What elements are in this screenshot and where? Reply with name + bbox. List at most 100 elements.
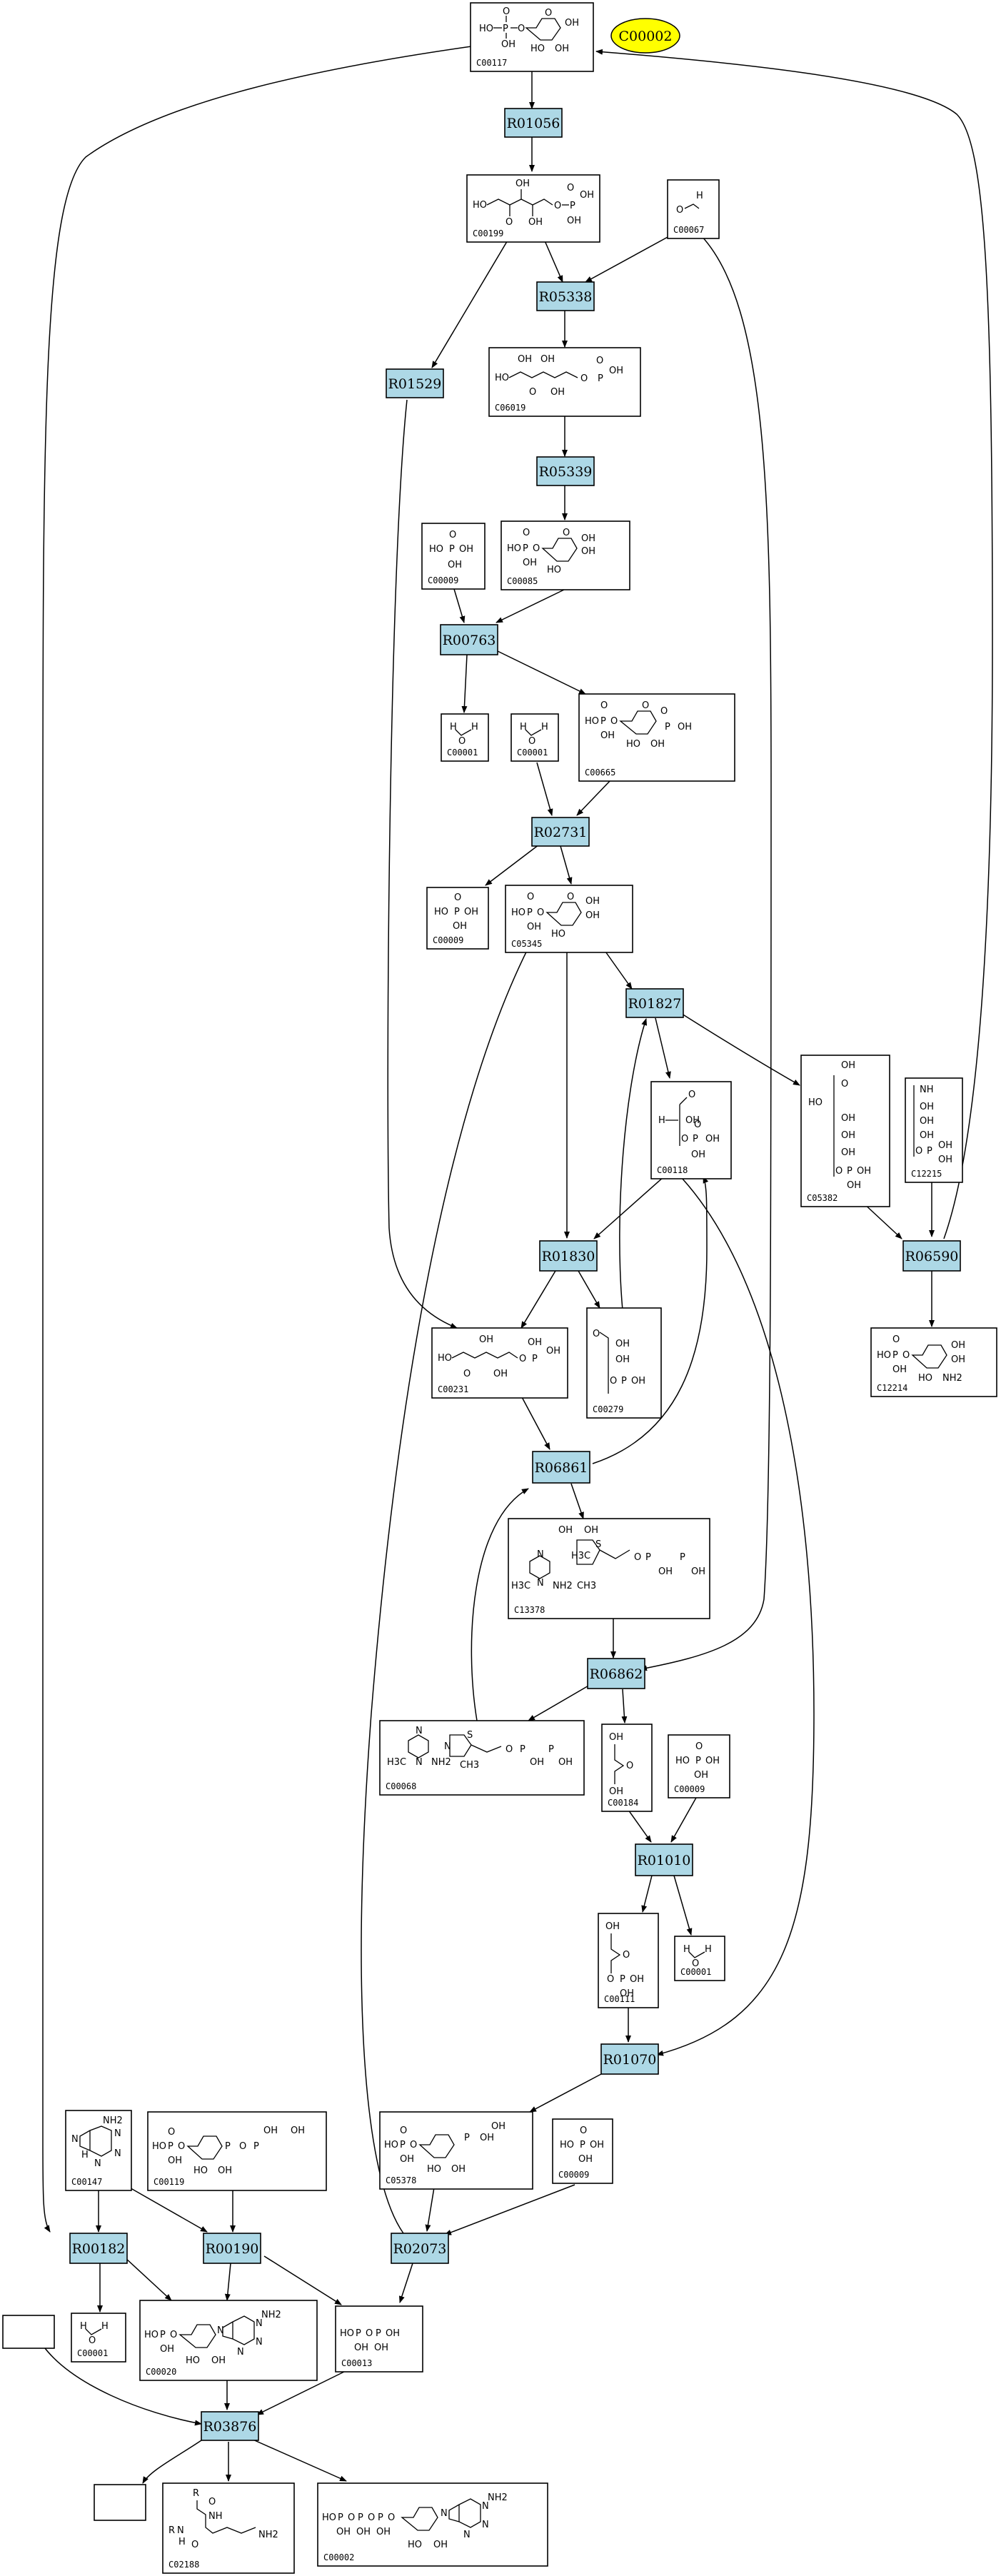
- compound-c00085[interactable]: C00085 HO P O OH O O OH OH HO: [501, 520, 630, 590]
- reaction-r01070[interactable]: R01070: [600, 2043, 659, 2075]
- compound-c00118[interactable]: C00118 O H OH O P OH O OH: [650, 1081, 732, 1179]
- compound-c00001-a[interactable]: C00001 H O H: [441, 713, 489, 762]
- compound-id: C00184: [608, 1798, 638, 1808]
- chem-structure: HO P O OH O O O P OH HO OH: [585, 700, 692, 750]
- svg-text:O: O: [642, 700, 649, 711]
- svg-text:OH: OH: [578, 2154, 593, 2165]
- svg-text:OH: OH: [374, 2343, 388, 2353]
- compound-c12214[interactable]: C12214 HO P O OH O OH HO NH2 OH: [870, 1327, 997, 1397]
- reaction-r05339[interactable]: R05339: [536, 456, 595, 486]
- compound-c00013[interactable]: C00013 HO P O P OH OH OH: [335, 2305, 423, 2373]
- svg-text:P: P: [523, 543, 528, 554]
- reaction-r00182[interactable]: R00182: [69, 2233, 128, 2264]
- compound-box: [905, 1077, 963, 1183]
- reaction-label: R01070: [603, 2052, 657, 2068]
- svg-text:NH2: NH2: [103, 2115, 123, 2126]
- compound-c12215[interactable]: C12215 NH OH OH OH O P OH OH: [905, 1077, 963, 1183]
- svg-text:H: H: [705, 1944, 712, 1955]
- compound-c00119[interactable]: C00119 HO P O OH O P O P OH HO OH OH: [147, 2111, 327, 2191]
- compound-c00001-d[interactable]: C00001 H O H: [71, 2313, 126, 2363]
- compound-c05378[interactable]: C05378 HO P O OH O P OH HO OH OH: [379, 2111, 533, 2190]
- compound-c00184[interactable]: C00184 OH O OH: [601, 1724, 653, 1812]
- reaction-label: R03876: [203, 2419, 257, 2435]
- reaction-r05338[interactable]: R05338: [536, 281, 595, 311]
- svg-text:P: P: [665, 722, 670, 733]
- svg-text:P: P: [454, 907, 460, 917]
- compound-id: C06019: [495, 403, 525, 413]
- reaction-r01010[interactable]: R01010: [635, 1843, 693, 1876]
- chem-structure: OH O O P OH OH: [605, 1921, 644, 1999]
- reaction-r01827[interactable]: R01827: [625, 988, 684, 1018]
- svg-text:N: N: [217, 2325, 224, 2336]
- compound-c00279[interactable]: C00279 O OH OH O P OH: [586, 1307, 662, 1419]
- reaction-r03876[interactable]: R03876: [201, 2411, 259, 2441]
- svg-text:N: N: [256, 2337, 263, 2348]
- reaction-r01830[interactable]: R01830: [539, 1240, 598, 1272]
- compound-c05345[interactable]: C05345 HO P O OH O O OH OH HO: [505, 885, 633, 953]
- compound-c00665[interactable]: C00665 HO P O OH O O O P OH HO OH: [578, 693, 735, 782]
- compound-c00067[interactable]: C00067 O H: [667, 179, 720, 239]
- compound-c00111[interactable]: C00111 OH O O P OH OH: [598, 1913, 659, 2008]
- compound-c00002[interactable]: C00002 HO P O P O P O OH OH OH N N NH2 N…: [317, 2482, 548, 2567]
- reaction-r01529[interactable]: R01529: [386, 368, 444, 398]
- compound-box: [505, 885, 633, 953]
- compound-c00009-a[interactable]: C00009 HO P OH OH O: [421, 523, 486, 590]
- reaction-r00763[interactable]: R00763: [440, 624, 498, 655]
- compound-c00009-c[interactable]: C00009 HO P OH OH O: [668, 1734, 730, 1798]
- compound-box: [426, 887, 489, 950]
- compound-box: [668, 1734, 730, 1798]
- compound-box: [379, 1720, 585, 1796]
- compound-box-empty-input[interactable]: [2, 2315, 55, 2349]
- reaction-r02073[interactable]: R02073: [391, 2233, 449, 2264]
- reaction-r06590[interactable]: R06590: [902, 1240, 961, 1272]
- compound-c00001-b[interactable]: C00001 H O H: [510, 713, 559, 762]
- reaction-r02731[interactable]: R02731: [531, 817, 590, 847]
- compound-box-empty-output[interactable]: [94, 2484, 146, 2521]
- edge-c05345-r01827: [603, 949, 633, 990]
- svg-text:H: H: [471, 722, 478, 733]
- edge-r02731-c05345: [560, 845, 573, 885]
- svg-text:O: O: [454, 892, 461, 903]
- svg-text:HO: HO: [322, 2512, 336, 2523]
- compound-c02188[interactable]: C02188 R O NH R N H O NH2: [162, 2482, 295, 2574]
- svg-text:P: P: [892, 1350, 898, 1361]
- map-link-c00002[interactable]: C00002: [610, 18, 680, 54]
- compound-box: [65, 2110, 132, 2191]
- svg-text:HO: HO: [918, 1373, 932, 1384]
- compound-c00199[interactable]: C00199 HO O OH OH O P O OH OH: [466, 174, 600, 243]
- chem-structure: H O H: [683, 1944, 712, 1969]
- compound-c00068[interactable]: C00068 N N H3C NH2 S N CH3 O P OH P OH: [379, 1720, 585, 1796]
- svg-text:OH: OH: [376, 2527, 391, 2537]
- reaction-r00190[interactable]: R00190: [203, 2233, 261, 2264]
- compound-c00147[interactable]: C00147 NH2 N N N N H: [65, 2110, 132, 2191]
- compound-c00117[interactable]: C00117 HO P O O OH O OH HO OH: [470, 2, 594, 72]
- reaction-r01056[interactable]: R01056: [504, 108, 563, 138]
- compound-c13378[interactable]: C13378 OH OH S H3C N N H3C NH2 CH3 O P O…: [508, 1518, 710, 1619]
- compound-c00001-c[interactable]: C00001 H O H: [674, 1936, 725, 1981]
- svg-text:OH: OH: [951, 1340, 965, 1351]
- reaction-label: R05338: [539, 289, 593, 305]
- reaction-r06862[interactable]: R06862: [587, 1658, 645, 1689]
- svg-text:HO: HO: [479, 24, 493, 34]
- compound-id: C00147: [71, 2177, 102, 2187]
- edge-r02731-c00009b: [485, 844, 540, 886]
- compound-c00009-b[interactable]: C00009 HO P OH OH O: [426, 887, 489, 950]
- svg-text:H3C: H3C: [387, 1757, 406, 1768]
- compound-c05382[interactable]: C05382 OH O HO OH OH OH O P OH OH: [800, 1055, 890, 1207]
- reaction-label: R02073: [393, 2241, 447, 2257]
- svg-text:O: O: [208, 2497, 216, 2507]
- reaction-label: R06862: [590, 1666, 643, 1682]
- compound-c00009-d[interactable]: C00009 HO P OH OH O: [552, 2118, 613, 2184]
- reaction-label: R02731: [534, 825, 588, 840]
- compound-c00020[interactable]: C00020 HO P O OH N N NH2 N N HO OH: [139, 2300, 318, 2381]
- svg-text:OH: OH: [847, 1180, 861, 1191]
- svg-text:O: O: [626, 1761, 633, 1771]
- compound-id: C00119: [154, 2177, 184, 2187]
- edge-c00118-r01830: [593, 1176, 665, 1239]
- svg-text:HO: HO: [877, 1350, 891, 1361]
- reaction-r06861[interactable]: R06861: [532, 1451, 590, 1484]
- reaction-label: R01830: [542, 1249, 595, 1264]
- compound-c00231[interactable]: C00231 HO O OH OH O P OH OH: [431, 1327, 568, 1399]
- compound-c06019[interactable]: C06019 HO OH OH O OH O P O OH: [488, 347, 641, 417]
